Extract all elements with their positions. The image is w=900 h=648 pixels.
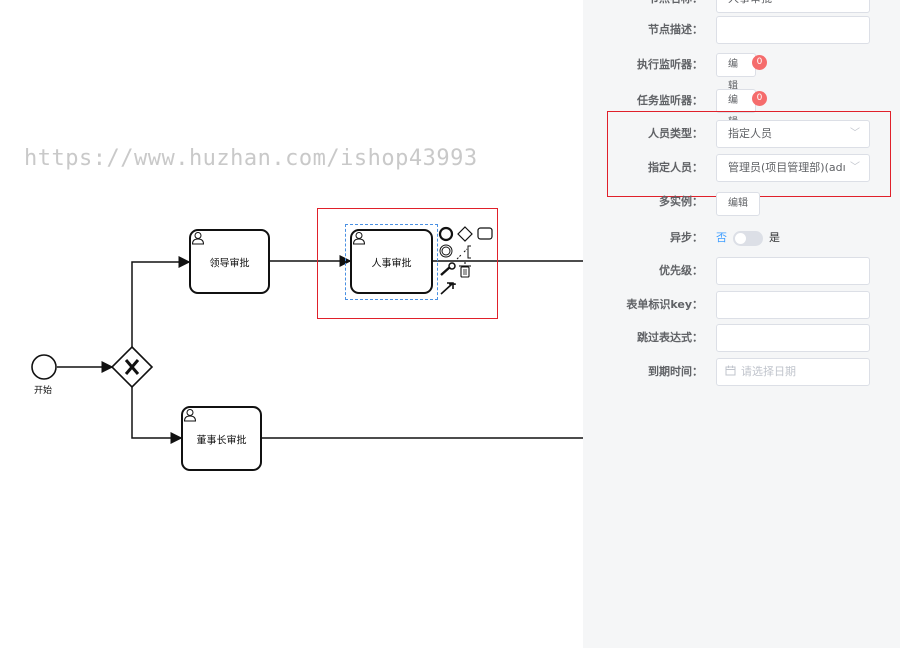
task-hr-approval[interactable]: 人事审批	[350, 229, 433, 294]
connect-icon[interactable]	[439, 280, 459, 296]
calendar-icon	[725, 365, 736, 376]
async-switch-group[interactable]: 否是	[716, 223, 780, 253]
row-node-desc: 节点描述：	[583, 15, 900, 45]
node-name-input[interactable]: 人事审批	[716, 0, 870, 13]
priority-input[interactable]	[716, 257, 870, 285]
due-date-placeholder: 请选择日期	[741, 365, 796, 378]
append-task-icon[interactable]	[477, 227, 493, 240]
exec-listener-count-badge: 0	[752, 55, 767, 70]
async-off-text: 否	[716, 231, 727, 244]
trash-icon[interactable]	[459, 262, 471, 278]
bpmn-canvas[interactable]: https://www.huzhan.com/ishop43993 开始	[0, 0, 583, 648]
node-desc-input[interactable]	[716, 16, 870, 44]
append-end-event-icon[interactable]	[438, 226, 454, 242]
person-type-label: 人员类型：	[648, 127, 703, 140]
priority-label: 优先级：	[659, 264, 703, 277]
text-annotation-icon[interactable]	[456, 245, 471, 260]
row-exec-listener: 执行监听器： 编辑 0	[583, 50, 900, 92]
user-icon	[191, 232, 205, 245]
append-intermediate-event-icon[interactable]	[439, 244, 453, 258]
start-event-label: 开始	[34, 386, 53, 396]
async-on-text: 是	[769, 231, 780, 244]
row-priority: 优先级：	[583, 256, 900, 286]
toggle-knob	[735, 232, 746, 244]
row-async: 异步： 否是	[583, 223, 900, 253]
async-label: 异步：	[670, 231, 703, 244]
row-form-key: 表单标识key：	[583, 290, 900, 320]
task-label: 人事审批	[371, 258, 412, 269]
assignee-value: 管理员(项目管理部)(adı	[728, 161, 846, 174]
task-listener-edit-button[interactable]: 编辑	[716, 89, 756, 128]
properties-panel: 节点名称： 人事审批 节点描述： 执行监听器： 编辑 0 任务监听器： 编辑 0…	[583, 0, 900, 648]
flow-gateway-leader	[131, 256, 191, 347]
node-name-label: 节点名称：	[583, 0, 703, 14]
chevron-down-icon: ﹀	[848, 155, 860, 181]
task-chairman-approval[interactable]: 董事长审批	[181, 406, 262, 471]
context-pad	[438, 226, 493, 285]
flow-gateway-chairman	[131, 387, 183, 444]
task-listener-label: 任务监听器：	[637, 94, 703, 107]
watermark-text: https://www.huzhan.com/ishop43993	[24, 146, 478, 171]
wrench-icon[interactable]	[440, 262, 456, 276]
skip-expression-label: 跳过表达式：	[637, 331, 703, 344]
exec-listener-edit-button[interactable]: 编辑	[716, 53, 756, 92]
form-key-input[interactable]	[716, 291, 870, 319]
due-date-label: 到期时间：	[648, 365, 703, 378]
task-leader-approval[interactable]: 领导审批	[189, 229, 270, 294]
row-person-type: 人员类型： 指定人员 ﹀	[583, 119, 900, 149]
row-node-name: 节点名称： 人事审批	[583, 0, 900, 14]
append-gateway-icon[interactable]	[457, 226, 473, 242]
task-label: 领导审批	[209, 258, 250, 269]
diagram-connections	[31, 255, 583, 444]
row-assignee: 指定人员： 管理员(项目管理部)(adı ﹀	[583, 153, 900, 183]
person-type-value: 指定人员	[728, 127, 772, 140]
task-listener-count-badge: 0	[752, 91, 767, 106]
row-due-date: 到期时间： 请选择日期	[583, 357, 900, 387]
highlight-box-fields	[607, 111, 891, 197]
row-task-listener: 任务监听器： 编辑 0	[583, 86, 900, 128]
selection-frame	[345, 224, 438, 300]
async-toggle[interactable]	[733, 230, 763, 246]
multi-instance-label: 多实例：	[659, 195, 703, 208]
due-date-picker[interactable]: 请选择日期	[716, 358, 870, 386]
row-multi-instance: 多实例： 编辑	[583, 189, 900, 219]
task-label: 董事长审批	[196, 435, 247, 446]
assignee-label: 指定人员：	[648, 161, 703, 174]
user-icon	[352, 232, 366, 245]
start-event	[31, 354, 57, 380]
row-skip-expression: 跳过表达式：	[583, 323, 900, 353]
exec-listener-label: 执行监听器：	[637, 58, 703, 71]
node-desc-label: 节点描述：	[648, 23, 703, 36]
skip-expression-input[interactable]	[716, 324, 870, 352]
highlight-box-task	[317, 208, 498, 319]
assignee-select[interactable]: 管理员(项目管理部)(adı ﹀	[716, 154, 870, 182]
form-key-label: 表单标识key：	[626, 298, 703, 311]
chevron-down-icon: ﹀	[850, 128, 860, 139]
user-icon	[183, 409, 197, 422]
person-type-select[interactable]: 指定人员 ﹀	[716, 120, 870, 148]
multi-instance-edit-button[interactable]: 编辑	[716, 192, 760, 216]
exclusive-gateway	[110, 345, 154, 389]
